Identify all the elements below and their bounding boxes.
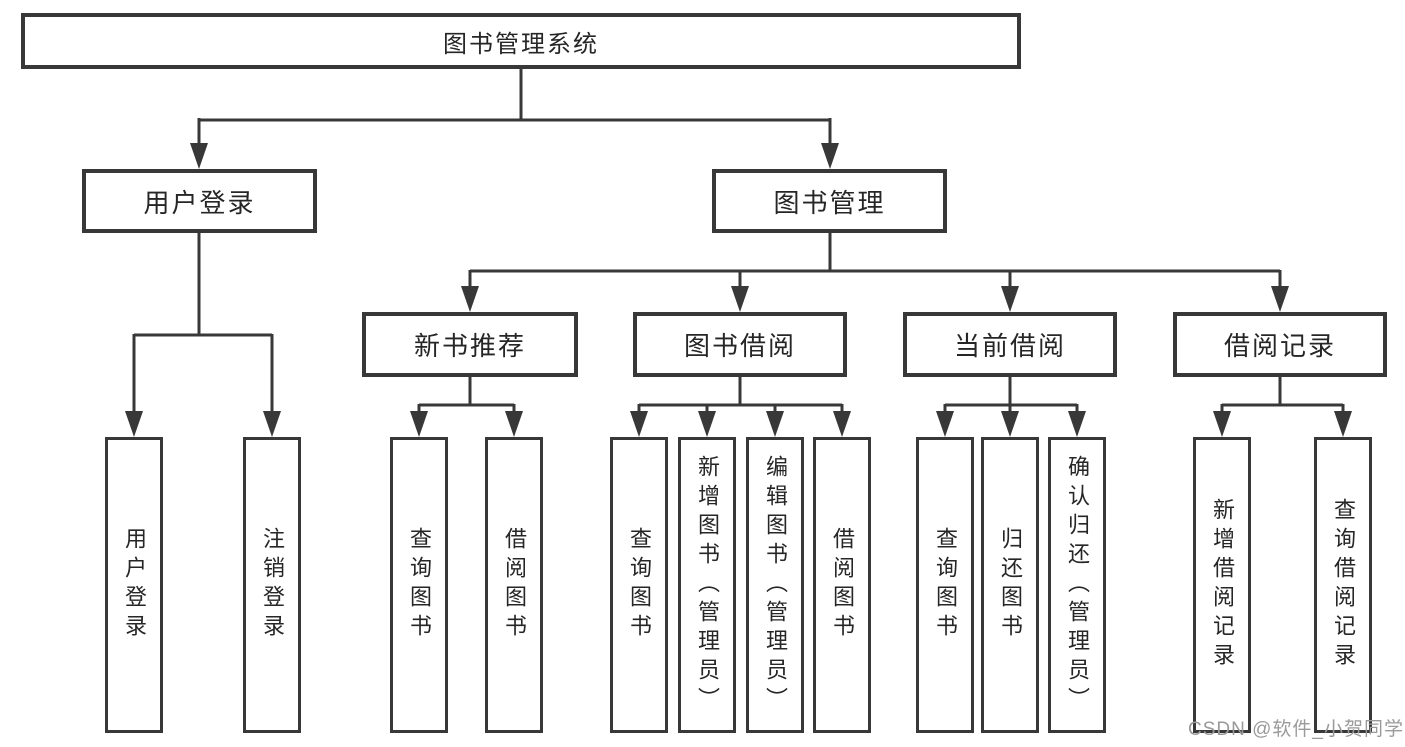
node-borrowing-records: 借阅记录 [1173, 312, 1387, 377]
leaf-logout: 注销登录 [243, 437, 301, 733]
node-book-management: 图书管理 [712, 169, 947, 233]
arrowhead-icon [190, 143, 208, 169]
node-label: 借阅记录 [1223, 331, 1336, 361]
node-label: 确认归还（管理员） [1065, 454, 1090, 716]
node-label: 查询图书 [933, 527, 958, 643]
node-label: 用户登录 [122, 527, 147, 643]
arrowhead-icon [505, 411, 523, 437]
node-new-book-recommend: 新书推荐 [362, 312, 578, 377]
node-current-borrowing: 当前借阅 [903, 312, 1117, 377]
node-label: 新书推荐 [413, 331, 526, 361]
arrowhead-icon [1001, 411, 1019, 437]
node-label: 查询借阅记录 [1331, 498, 1356, 672]
arrowhead-icon [731, 286, 749, 312]
leaf-user-login: 用户登录 [105, 437, 163, 733]
arrowhead-icon [1068, 411, 1086, 437]
leaf-current-confirm-return-admin: 确认归还（管理员） [1048, 437, 1106, 733]
node-user-login: 用户登录 [82, 169, 317, 233]
arrowhead-icon [821, 143, 839, 169]
arrowhead-icon [1334, 411, 1352, 437]
node-label: 借阅图书 [502, 527, 527, 643]
node-label: 注销登录 [260, 527, 285, 643]
arrowhead-icon [410, 411, 428, 437]
node-label: 图书管理 [773, 187, 886, 218]
node-book-borrowing: 图书借阅 [633, 312, 847, 377]
connector-newbook-to-leaves [417, 377, 516, 414]
leaf-borrowing-edit-books-admin: 编辑图书（管理员） [746, 437, 804, 733]
leaf-newbook-query-books: 查询图书 [390, 437, 448, 733]
node-label: 图书管理系统 [443, 30, 599, 58]
leaf-borrowing-borrow-books: 借阅图书 [813, 437, 871, 733]
arrowhead-icon [936, 411, 954, 437]
arrowhead-icon [263, 411, 281, 437]
leaf-current-return-books: 归还图书 [981, 437, 1039, 733]
arrowhead-icon [698, 411, 716, 437]
node-label: 当前借阅 [953, 331, 1066, 361]
node-label: 查询图书 [627, 527, 652, 643]
leaf-current-query-books: 查询图书 [916, 437, 974, 733]
node-label: 新增图书（管理员） [695, 454, 720, 716]
leaf-borrowing-add-books-admin: 新增图书（管理员） [678, 437, 736, 733]
node-label: 图书借阅 [683, 331, 796, 361]
node-label: 查询图书 [407, 527, 432, 643]
connector-currentborrow-to-leaves [943, 377, 1079, 414]
node-label: 编辑图书（管理员） [763, 454, 788, 716]
connector-bookborrow-to-leaves [637, 377, 844, 414]
node-label: 用户登录 [143, 187, 256, 218]
arrowhead-icon [833, 411, 851, 437]
arrowhead-icon [1001, 286, 1019, 312]
connector-userlogin-to-leaves [132, 233, 274, 414]
arrowhead-icon [125, 411, 143, 437]
node-label: 新增借阅记录 [1210, 498, 1235, 672]
arrowheads [125, 143, 1352, 437]
connector-borrowrecord-to-leaves [1220, 377, 1345, 414]
node-label: 归还图书 [998, 527, 1023, 643]
leaf-records-query-record: 查询借阅记录 [1314, 437, 1372, 733]
node-library-management-system: 图书管理系统 [21, 13, 1021, 69]
node-label: 借阅图书 [830, 527, 855, 643]
arrowhead-icon [1213, 411, 1231, 437]
leaf-borrowing-query-books: 查询图书 [610, 437, 668, 733]
connector-root-to-level1 [197, 69, 832, 146]
arrowhead-icon [461, 286, 479, 312]
arrowhead-icon [1271, 286, 1289, 312]
arrowhead-icon [630, 411, 648, 437]
leaf-newbook-borrow-books: 借阅图书 [485, 437, 543, 733]
connector-bookmgmt-to-level2 [468, 233, 1282, 289]
arrowhead-icon [766, 411, 784, 437]
leaf-records-add-record: 新增借阅记录 [1193, 437, 1251, 733]
csdn-watermark: CSDN @软件_小贺同学 [1188, 719, 1404, 740]
